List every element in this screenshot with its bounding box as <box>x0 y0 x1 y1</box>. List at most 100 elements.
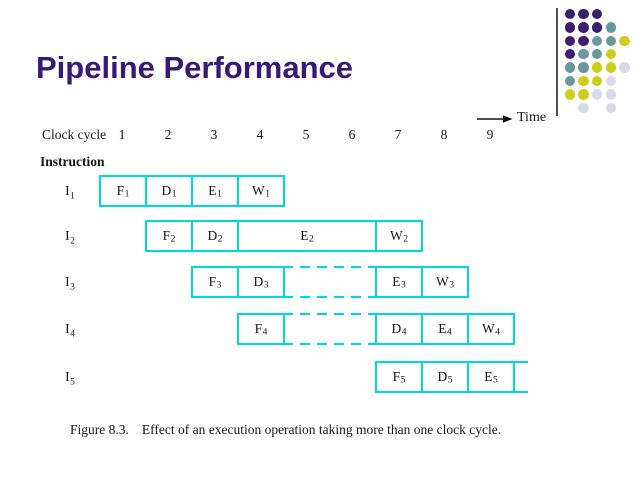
clock-cycle-number: 5 <box>302 127 310 142</box>
time-axis-label: Time <box>517 110 547 125</box>
stage-letter: E <box>300 228 309 243</box>
row-border-extension <box>513 361 528 363</box>
figure-caption-text: Effect of an execution operation taking … <box>141 422 502 437</box>
stage-subscript: 4 <box>495 327 500 338</box>
stall-dashed-line <box>283 296 377 298</box>
decorative-dot <box>564 48 576 60</box>
decorative-dot <box>605 89 617 100</box>
figure-caption-number: Figure 8.3. <box>70 422 129 437</box>
stage-subscript: 2 <box>217 234 223 245</box>
stage-subscript: 3 <box>70 282 75 293</box>
stage-letter: F <box>392 369 401 384</box>
stage-subscript: 1 <box>217 189 222 200</box>
decorative-dot <box>605 102 617 114</box>
stage-subscript: 4 <box>447 327 452 338</box>
decorative-dot <box>578 35 589 47</box>
stage-subscript: 3 <box>449 280 454 291</box>
stage-letter: D <box>253 274 264 289</box>
stage-subscript: 5 <box>400 375 406 386</box>
stage-letter: D <box>161 183 172 198</box>
stage-subscript: 3 <box>401 280 406 291</box>
stage-subscript: 2 <box>403 234 408 245</box>
instruction-row-label: I2 <box>52 227 88 247</box>
decorative-dot <box>578 102 589 114</box>
time-arrow-icon <box>477 115 513 123</box>
stage-subscript: 3 <box>263 280 269 291</box>
stage-subscript: 1 <box>70 191 75 202</box>
stage-subscript: 4 <box>70 329 75 340</box>
clock-cycle-number: 9 <box>486 127 494 142</box>
stage-letter: W <box>482 321 495 336</box>
divider-line <box>556 8 558 116</box>
instruction-label: Instruction <box>40 154 105 169</box>
stage-letter: F <box>208 274 217 289</box>
decorative-dot <box>564 75 576 87</box>
instruction-row-label: I5 <box>52 368 88 388</box>
stage-subscript: 2 <box>70 236 75 247</box>
stage-letter: F <box>254 321 263 336</box>
decorative-dot <box>591 8 603 20</box>
instruction-row-label: I3 <box>52 273 88 293</box>
decorative-dot <box>605 75 617 87</box>
instruction-row-label: I1 <box>52 182 88 202</box>
stage-subscript: 3 <box>216 280 222 291</box>
decorative-dot <box>578 89 589 100</box>
decorative-dot <box>591 48 603 60</box>
stage-letter: E <box>438 321 447 336</box>
decorative-dot <box>605 22 617 33</box>
decorative-dot <box>564 62 576 73</box>
stage-letter: W <box>390 228 403 243</box>
stage-subscript: 2 <box>309 234 314 245</box>
instruction-row-label: I4 <box>52 320 88 340</box>
clock-cycle-number: 3 <box>210 127 218 142</box>
clock-cycle-number: 8 <box>440 127 448 142</box>
stage-subscript: 4 <box>401 327 407 338</box>
decorative-dot <box>578 75 589 87</box>
stage-letter: E <box>208 183 217 198</box>
stage-letter: E <box>392 274 401 289</box>
stage-letter: I <box>65 274 70 289</box>
decorative-dot <box>619 35 630 47</box>
stall-dashed-line <box>283 343 377 345</box>
stage-letter: E <box>484 369 493 384</box>
stage-subscript: 5 <box>493 375 498 386</box>
slide-title: Pipeline Performance <box>36 50 354 85</box>
decorative-dot <box>605 62 617 73</box>
decorative-dot <box>564 35 576 47</box>
stage-letter: I <box>65 321 70 336</box>
decorative-dot <box>605 35 617 47</box>
clock-cycle-number: 4 <box>256 127 264 142</box>
stage-subscript: 4 <box>262 327 268 338</box>
figure-caption: Figure 8.3. Effect of an execution operat… <box>70 422 501 438</box>
clock-cycle-label: Clock cycle <box>42 127 107 142</box>
decorative-dot <box>591 35 603 47</box>
stage-letter: F <box>162 228 171 243</box>
stall-dashed-line <box>283 266 377 268</box>
decorative-dot <box>619 62 630 73</box>
stage-letter: I <box>65 183 70 198</box>
decorative-dot <box>564 89 576 100</box>
decorative-dot <box>591 62 603 73</box>
clock-cycle-number: 6 <box>348 127 356 142</box>
decorative-dot <box>605 48 617 60</box>
stage-subscript: 1 <box>265 189 270 200</box>
decorative-dot <box>578 62 589 73</box>
stage-letter: W <box>436 274 449 289</box>
decorative-dot <box>591 89 603 100</box>
stage-subscript: 1 <box>171 189 177 200</box>
